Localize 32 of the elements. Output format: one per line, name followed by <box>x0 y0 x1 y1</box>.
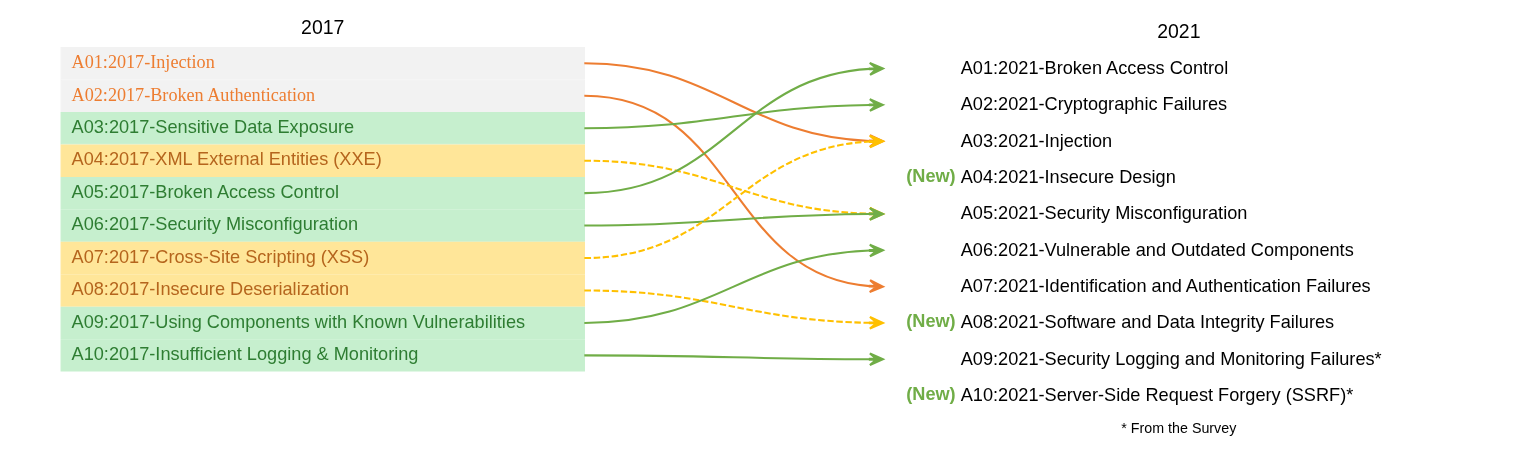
node-box: A08:2017-Insecure Deserialization <box>60 274 585 307</box>
node-text: A10:2021-Server-Side Request Forgery (SSRF)* <box>960 385 1354 406</box>
arrow <box>584 98 884 130</box>
node-text: A04:2021-Insecure Design <box>960 167 1176 187</box>
node-text: A02:2021-Cryptographic Failures <box>960 94 1228 115</box>
node-box: A01:2017-Injection <box>60 47 585 80</box>
node-label: (New) <box>906 311 956 332</box>
node-label: (New) <box>906 383 956 404</box>
node-box: A05:2017-Broken Access Control <box>60 176 585 210</box>
node-box: A02:2017-Broken Authentication <box>60 79 585 112</box>
label: 2021 <box>1157 20 1201 43</box>
node-box: A10:2017-Insufficient Logging & Monitoring <box>60 339 585 372</box>
label: * From the Survey <box>1121 420 1237 437</box>
node-box: A07:2017-Cross-Site Scripting (XSS) <box>60 241 585 275</box>
node-text: A06:2021-Vulnerable and Outdated Components <box>960 239 1354 260</box>
node-text: A08:2021-Software and Data Integrity Failures <box>960 312 1335 333</box>
arrow <box>584 243 884 324</box>
node-text: A05:2021-Security Misconfiguration <box>960 203 1248 224</box>
node-box: A03:2017-Sensitive Data Exposure <box>60 112 585 145</box>
arrow <box>584 352 884 367</box>
arrow <box>584 207 884 227</box>
node-box: A09:2017-Using Components with Known Vulnerabilities <box>60 306 585 340</box>
node-text: A01:2021-Broken Access Control <box>960 57 1229 78</box>
node-box: A04:2017-XML External Entities (XXE) <box>60 144 585 177</box>
node-text: A09:2021-Security Logging and Monitoring Failures* <box>960 348 1382 369</box>
node-text: A07:2021-Identification and Authentication Failures <box>960 276 1371 297</box>
arrow <box>584 289 884 330</box>
node-text: A03:2021-Injection <box>960 130 1113 151</box>
arrow <box>584 159 884 221</box>
label: 2017 <box>301 16 345 39</box>
node-label: (New) <box>906 165 956 186</box>
node-box: A06:2017-Security Misconfiguration <box>60 209 585 242</box>
